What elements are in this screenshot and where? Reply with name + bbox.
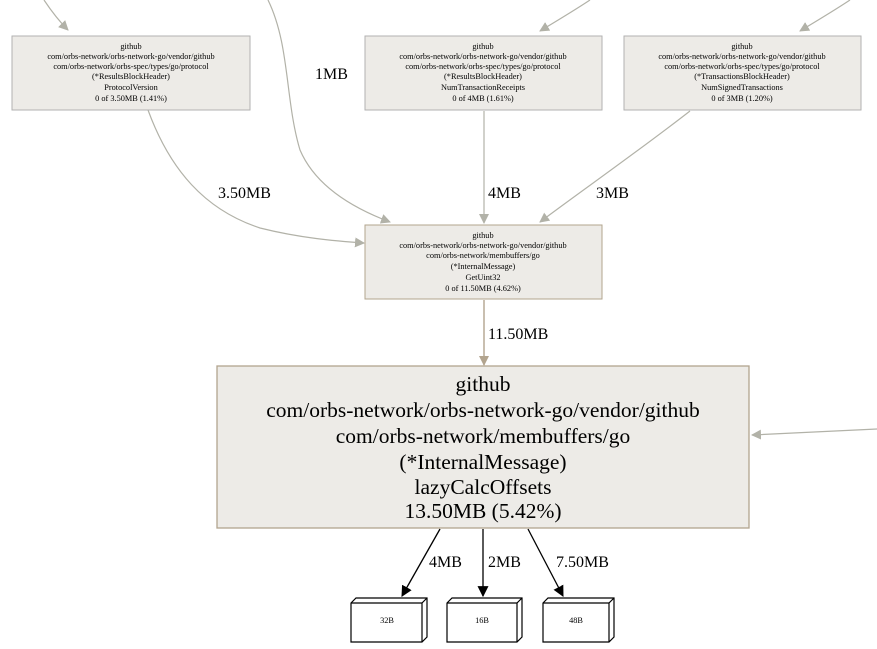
node-line: (*ResultsBlockHeader) — [444, 72, 522, 81]
node-line: NumTransactionReceipts — [441, 83, 525, 92]
node-results-num-transaction-receipts[interactable]: github com/orbs-network/orbs-network-go/… — [364, 35, 603, 111]
edge-label-signed-to-getuint: 3MB — [596, 185, 629, 202]
leaf-label: 32B — [380, 616, 394, 625]
node-line: ProtocolVersion — [104, 83, 158, 92]
edge-offscreen-to-protocol — [43, 0, 69, 31]
edge-offscreen-to-signed — [799, 0, 851, 32]
edge-label-lazycalc-to-32b: 4MB — [429, 554, 462, 571]
node-line: com/orbs-network/orbs-network-go/vendor/… — [47, 52, 214, 61]
node-line: (*InternalMessage) — [399, 450, 566, 474]
node-internal-message-lazycalcoffsets[interactable]: github com/orbs-network/orbs-network-go/… — [216, 365, 750, 529]
node-line: com/orbs-network/orbs-network-go/vendor/… — [399, 241, 566, 250]
edge-label-protocol-to-getuint: 3.50MB — [218, 185, 271, 202]
leaf-node-48b[interactable]: 48B — [542, 597, 615, 643]
edge-offscreen-to-lazycalc — [751, 428, 877, 440]
edge-lazycalc-to-48b — [527, 528, 564, 597]
node-line: (*TransactionsBlockHeader) — [694, 72, 790, 81]
edge-label-receipts-to-getuint: 4MB — [488, 185, 521, 202]
node-line: lazyCalcOffsets — [415, 475, 552, 499]
node-line: (*InternalMessage) — [451, 262, 516, 271]
leaf-node-16b[interactable]: 16B — [446, 597, 523, 643]
edge-offscreen-to-getuint — [267, 0, 391, 224]
node-line: com/orbs-network/membuffers/go — [426, 251, 540, 260]
node-transactions-num-signed-transactions[interactable]: github com/orbs-network/orbs-network-go/… — [623, 35, 862, 111]
node-line: NumSignedTransactions — [701, 83, 783, 92]
node-results-protocol-version[interactable]: github com/orbs-network/orbs-network-go/… — [11, 35, 251, 111]
node-line: 0 of 4MB (1.61%) — [452, 94, 514, 103]
node-line: (*ResultsBlockHeader) — [92, 72, 170, 81]
leaf-node-32b[interactable]: 32B — [350, 597, 428, 643]
node-line: github — [731, 42, 752, 51]
edge-label-getuint-to-lazycalc: 11.50MB — [488, 326, 548, 343]
edge-label-top-left: 1MB — [315, 66, 348, 83]
node-line: github — [472, 42, 493, 51]
edge-offscreen-to-receipts — [539, 0, 591, 32]
node-line: com/orbs-network/membuffers/go — [336, 424, 631, 448]
node-line: com/orbs-network/orbs-network-go/vendor/… — [399, 52, 566, 61]
node-internal-message-getuint32[interactable]: github com/orbs-network/orbs-network-go/… — [364, 224, 603, 300]
leaf-label: 16B — [475, 616, 489, 625]
node-line: com/orbs-network/orbs-spec/types/go/prot… — [53, 62, 209, 71]
edge-lazycalc-to-32b — [401, 528, 441, 597]
node-line: 0 of 3MB (1.20%) — [711, 94, 773, 103]
edge-signed-to-getuint — [539, 110, 691, 223]
edge-label-lazycalc-to-16b: 2MB — [488, 554, 521, 571]
node-line: 13.50MB (5.42%) — [404, 499, 561, 523]
node-line: 0 of 11.50MB (4.62%) — [445, 284, 521, 293]
node-line: com/orbs-network/orbs-spec/types/go/prot… — [405, 62, 561, 71]
node-line: 0 of 3.50MB (1.41%) — [95, 94, 167, 103]
edge-label-lazycalc-to-48b: 7.50MB — [556, 554, 609, 571]
node-line: GetUint32 — [465, 273, 500, 282]
node-line: github — [120, 42, 141, 51]
node-line: github — [456, 372, 511, 396]
edge-protocol-to-getuint — [147, 109, 365, 248]
node-line: com/orbs-network/orbs-spec/types/go/prot… — [664, 62, 820, 71]
leaf-label: 48B — [569, 616, 583, 625]
node-line: github — [472, 231, 493, 240]
node-line: com/orbs-network/orbs-network-go/vendor/… — [658, 52, 825, 61]
node-line: com/orbs-network/orbs-network-go/vendor/… — [266, 398, 700, 422]
